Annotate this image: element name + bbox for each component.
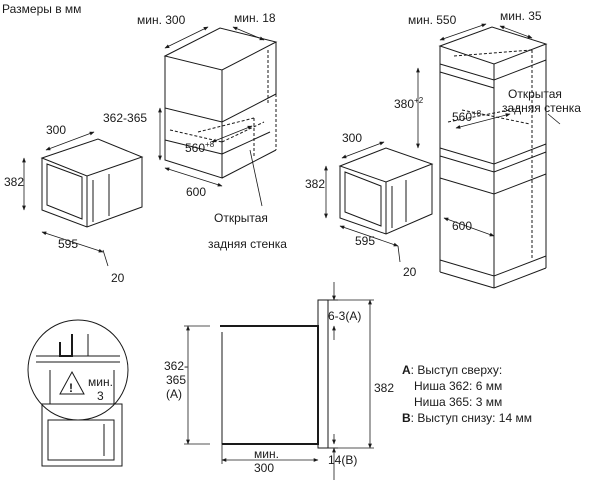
units-title: Размеры в мм bbox=[2, 2, 81, 16]
fig2-app-width-label: 595 bbox=[355, 234, 375, 248]
section-height-3: (А) bbox=[166, 387, 182, 401]
microwave-drawing-2 bbox=[338, 147, 434, 235]
legend-line-3: Ниша 365: 3 мм bbox=[414, 395, 502, 409]
warning-icon bbox=[59, 370, 85, 395]
section-view: 362- 365 (А) 6-3(А) 382 мин. 300 14(B) bbox=[164, 282, 394, 480]
legend-line-1: А: Выступ сверху: bbox=[402, 363, 502, 377]
microwave-drawing bbox=[40, 138, 144, 228]
section-min-300: 300 bbox=[254, 461, 274, 475]
fig2-height-label: 380+2 bbox=[394, 96, 424, 111]
fig2-rear-label-1: Открытая bbox=[508, 87, 562, 101]
fig1-rear-label-1: Открытая bbox=[214, 211, 268, 225]
fig1-min-300-label: мин. 300 bbox=[137, 13, 186, 27]
fig2-rear-label-2: задняя стенка bbox=[502, 101, 581, 115]
legend-line-2: Ниша 362: 6 мм bbox=[414, 379, 502, 393]
fig2-depth-label: 560+8 bbox=[452, 109, 482, 124]
fig2-min-35-label: мин. 35 bbox=[500, 9, 542, 23]
legend: А: Выступ сверху: Ниша 362: 6 мм Ниша 36… bbox=[402, 363, 532, 425]
section-height-1: 362- bbox=[164, 359, 188, 373]
appliance-front bbox=[317, 299, 329, 449]
detail-min-label: мин. bbox=[88, 375, 113, 389]
fig1-depth-label: 560+8 bbox=[185, 140, 215, 155]
fig2-app-20-label: 20 bbox=[403, 265, 417, 279]
legend-line-4: B: Выступ снизу: 14 мм bbox=[402, 411, 532, 425]
detail-warning: ! мин. 3 bbox=[27, 319, 129, 467]
fig1-min-18-label: мин. 18 bbox=[234, 11, 276, 25]
fig1-rear-label-2: задняя стенка bbox=[208, 237, 287, 251]
fig1-app-20-label: 20 bbox=[111, 271, 125, 285]
section-total-height: 382 bbox=[374, 381, 394, 395]
figure-tall-cabinet: мин. 550 мин. 35 380+2 560+8 Открытая за… bbox=[305, 9, 581, 289]
section-bottom-14: 14(B) bbox=[328, 453, 357, 467]
section-height-2: 365 bbox=[166, 373, 186, 387]
cabinet-drawing bbox=[163, 27, 278, 179]
fig1-app-height-label: 382 bbox=[4, 175, 24, 189]
fig2-min-550-label: мин. 550 bbox=[408, 13, 457, 27]
fig2-app-height-label: 382 bbox=[305, 177, 325, 191]
fig1-width-label: 600 bbox=[186, 185, 206, 199]
section-top-offset: 6-3(А) bbox=[328, 309, 361, 323]
fig1-app-width-label: 595 bbox=[58, 237, 78, 251]
section-min-label: мин. bbox=[254, 447, 279, 461]
figure-wall-cabinet: мин. 300 мин. 18 362-365 560+8 600 Откры… bbox=[4, 11, 287, 285]
fig2-width-label: 600 bbox=[452, 219, 472, 233]
fig2-app-depth-label: 300 bbox=[342, 131, 362, 145]
detail-min-value: 3 bbox=[97, 389, 104, 403]
warning-exclamation: ! bbox=[69, 381, 73, 395]
tall-cabinet-drawing bbox=[438, 26, 548, 289]
fig1-height-label: 362-365 bbox=[103, 111, 147, 125]
fig1-app-depth-label: 300 bbox=[46, 123, 66, 137]
